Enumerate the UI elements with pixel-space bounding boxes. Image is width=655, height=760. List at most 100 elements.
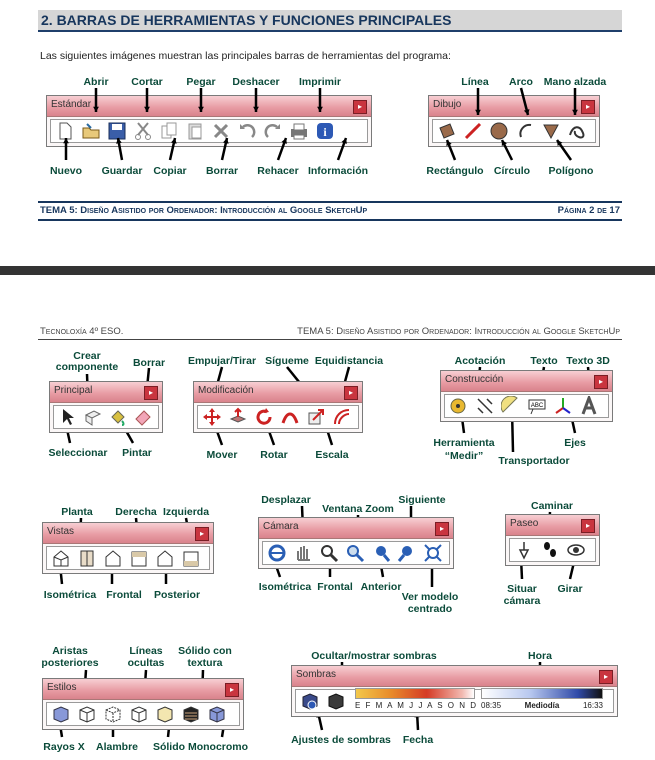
close-icon[interactable]: ▸ (225, 683, 239, 697)
time-end: 16:33 (582, 701, 603, 710)
label-anterior: Anterior (360, 581, 402, 593)
shadow-toggle-icon[interactable] (325, 690, 347, 712)
rectangle-icon[interactable] (436, 120, 458, 142)
position-camera-icon[interactable] (513, 539, 535, 561)
label-circulo: Círculo (493, 165, 531, 177)
left-view-icon[interactable] (180, 547, 202, 569)
walk-icon[interactable] (539, 539, 561, 561)
label-izquierda: Izquierda (162, 506, 210, 518)
time-mid: Mediodía (524, 701, 560, 710)
line-icon[interactable] (462, 120, 484, 142)
open-icon[interactable] (80, 120, 102, 142)
select-icon[interactable] (57, 406, 78, 428)
push-pull-icon[interactable] (227, 406, 249, 428)
label-poligono: Polígono (548, 165, 594, 177)
text-icon[interactable]: ABC (526, 395, 548, 417)
undo-icon[interactable] (236, 120, 258, 142)
component-icon[interactable] (82, 406, 103, 428)
xray-icon[interactable] (50, 703, 72, 725)
scale-icon[interactable] (305, 406, 327, 428)
3d-text-icon[interactable] (578, 395, 600, 417)
look-around-icon[interactable] (565, 539, 587, 561)
label-siguenme: Sígueme (265, 355, 309, 367)
label-arco: Arco (509, 76, 533, 88)
eraser-icon[interactable] (133, 406, 154, 428)
info-icon[interactable]: i (314, 120, 336, 142)
header-right: TEMA 5: Diseño Asistido por Ordenador: I… (297, 326, 620, 337)
label-abrir: Abrir (83, 76, 109, 88)
freehand-icon[interactable] (566, 120, 588, 142)
back-view-icon[interactable] (154, 547, 176, 569)
label-transportador: Transportador (498, 455, 570, 467)
arrow-head (198, 106, 204, 112)
polygon-icon[interactable] (540, 120, 562, 142)
protractor-icon[interactable] (500, 395, 522, 417)
label-ocultar: Ocultar/mostrar sombras (311, 650, 437, 662)
shaded-texture-icon[interactable] (180, 703, 202, 725)
paste-icon[interactable] (184, 120, 206, 142)
arrow-head (557, 140, 563, 146)
print-icon[interactable] (288, 120, 310, 142)
hidden-line-icon[interactable] (128, 703, 150, 725)
wireframe-icon[interactable] (102, 703, 124, 725)
close-icon[interactable]: ▸ (144, 386, 158, 400)
date-slider[interactable]: E F M A M J J A S O N D (355, 688, 478, 714)
toolbar-principal: Principal▸ (49, 381, 163, 433)
label-guardar: Guardar (101, 165, 143, 177)
move-icon[interactable] (201, 406, 223, 428)
paint-bucket-icon[interactable] (108, 406, 129, 428)
label-aristas-1: Aristas (52, 645, 88, 657)
axes-icon[interactable] (552, 395, 574, 417)
redo-icon[interactable] (262, 120, 284, 142)
label-informacion: Información (307, 165, 369, 177)
label-rayos-x: Rayos X (43, 741, 85, 753)
monochrome-icon[interactable] (206, 703, 228, 725)
tape-measure-icon[interactable] (448, 395, 470, 417)
close-icon[interactable]: ▸ (195, 527, 209, 541)
zoom-icon[interactable] (318, 542, 340, 564)
label-mano-alzada: Mano alzada (543, 76, 607, 88)
orbit-icon[interactable] (266, 542, 288, 564)
shadow-settings-icon[interactable] (299, 690, 321, 712)
right-view-icon[interactable] (128, 547, 150, 569)
close-icon[interactable]: ▸ (581, 100, 595, 114)
close-icon[interactable]: ▸ (435, 522, 449, 536)
copy-icon[interactable] (158, 120, 180, 142)
pan-icon[interactable] (292, 542, 314, 564)
close-icon[interactable]: ▸ (599, 670, 613, 684)
top-view-icon[interactable] (76, 547, 98, 569)
label-empujar: Empujar/Tirar (187, 355, 257, 367)
shaded-icon[interactable] (154, 703, 176, 725)
erase-icon[interactable] (210, 120, 232, 142)
page-separator (0, 266, 655, 275)
new-icon[interactable] (54, 120, 76, 142)
label-medir-2: “Medir” (444, 450, 484, 462)
follow-me-icon[interactable] (279, 406, 301, 428)
circle-icon[interactable] (488, 120, 510, 142)
page1-footer: TEMA 5: Diseño Asistido por Ordenador: I… (38, 201, 622, 221)
toolbar-paseo: Paseo▸ (505, 514, 600, 566)
label-ejes: Ejes (564, 437, 586, 449)
front-view-icon[interactable] (102, 547, 124, 569)
previous-view-icon[interactable] (370, 542, 392, 564)
iso-view-icon[interactable] (50, 547, 72, 569)
label-imprimir: Imprimir (298, 76, 342, 88)
zoom-window-icon[interactable] (344, 542, 366, 564)
next-view-icon[interactable] (396, 542, 418, 564)
time-slider[interactable]: 08:35 Mediodía 16:33 (481, 688, 603, 714)
close-icon[interactable]: ▸ (353, 100, 367, 114)
svg-text:i: i (323, 125, 327, 139)
close-icon[interactable]: ▸ (581, 519, 595, 533)
arc-icon[interactable] (514, 120, 536, 142)
close-icon[interactable]: ▸ (594, 375, 608, 389)
zoom-extents-icon[interactable] (422, 542, 444, 564)
close-icon[interactable]: ▸ (344, 386, 358, 400)
back-edges-icon[interactable] (76, 703, 98, 725)
cut-icon[interactable] (132, 120, 154, 142)
rotate-icon[interactable] (253, 406, 275, 428)
arrow-head (501, 140, 507, 146)
offset-icon[interactable] (331, 406, 353, 428)
page2-header: Tecnoloxía 4º ESO. TEMA 5: Diseño Asisti… (38, 326, 622, 340)
date-months: E F M A M J J A S O N D (355, 701, 478, 710)
dimension-icon[interactable] (474, 395, 496, 417)
